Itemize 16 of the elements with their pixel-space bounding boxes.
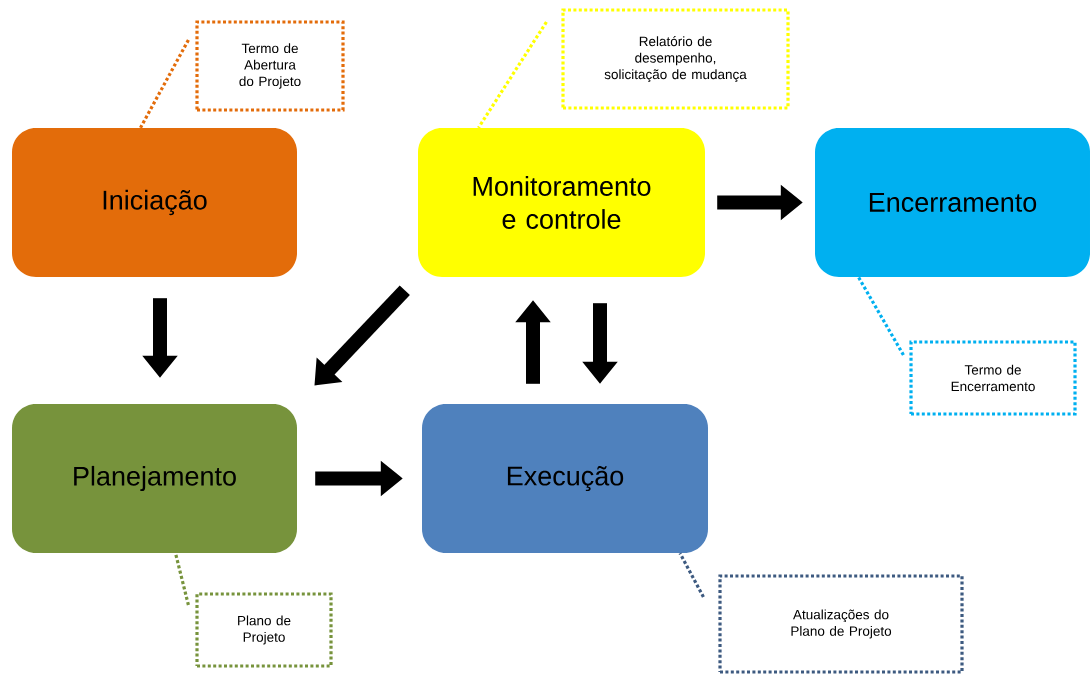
leader-line: [678, 552, 705, 598]
block-arrow: [314, 285, 410, 386]
phase-box: Iniciação: [12, 128, 297, 277]
callout-box: Termo de Abertura do Projeto: [195, 20, 345, 112]
callout-box: Relatório de desempenho, solicitação de mudança: [561, 8, 790, 110]
callout-box: Plano de Projeto: [195, 592, 333, 668]
leader-line: [857, 276, 905, 356]
leader-line: [173, 552, 190, 606]
phase-box: Monitoramento e controle: [418, 128, 705, 277]
phase-box: Encerramento: [815, 128, 1090, 277]
leader-line: [139, 39, 190, 129]
phase-box: Planejamento: [12, 404, 297, 553]
callout-box: Atualizações do Plano de Projeto: [718, 574, 964, 674]
callout-box: Termo de Encerramento: [909, 340, 1077, 416]
phase-box: Execução: [422, 404, 708, 553]
leader-line: [477, 21, 548, 129]
